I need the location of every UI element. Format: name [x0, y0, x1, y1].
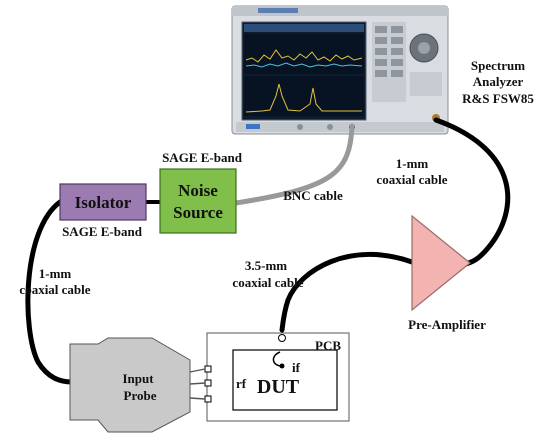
coax-top-label-line2: coaxial cable [376, 172, 447, 187]
isolator-label: Isolator [75, 193, 132, 212]
noise-source-label-line1: Noise [178, 181, 218, 200]
coax-left-label-line1: 1-mm [39, 266, 72, 281]
pcb-label: PCB [315, 338, 341, 353]
pre-amplifier-label: Pre-Amplifier [408, 317, 486, 332]
spectrum-analyzer-label-line2: Analyzer [473, 74, 524, 89]
spectrum-analyzer [231, 5, 449, 135]
noise-source-label-line2: Source [173, 203, 223, 222]
input-probe-label-line2: Probe [124, 388, 157, 403]
rf-port-label: rf [236, 376, 247, 391]
input-probe-body [69, 337, 191, 433]
coax-cable-preamp-to-dut [279, 251, 415, 333]
dut-rf-pads [204, 365, 212, 403]
bnc-cable-label: BNC cable [283, 188, 343, 203]
dut-box [232, 349, 338, 411]
spectrum-analyzer-label-line1: Spectrum [471, 58, 525, 73]
coax-top-label-line1: 1-mm [396, 156, 429, 171]
dut-label: DUT [257, 376, 300, 398]
coax-cable-isolator-to-probe [25, 199, 75, 385]
bnc-cable [233, 123, 355, 206]
coax-35-label-line1: 3.5-mm [245, 258, 287, 273]
sage-eband-isolator-label: SAGE E-band [62, 224, 143, 239]
pre-amplifier-triangle [411, 214, 471, 312]
coax-left-label-line2: coaxial cable [19, 282, 90, 297]
noise-source-box [159, 168, 237, 234]
dut-if-connector [278, 334, 286, 342]
coax-35-label-line2: coaxial cable [232, 275, 303, 290]
if-port-label: if [292, 360, 301, 375]
spectrum-analyzer-label-line3: R&S FSW85 [462, 91, 534, 106]
input-probe-label-line1: Input [122, 371, 154, 386]
coax-cable-analyzer-to-preamp [433, 117, 511, 267]
input-probe-tips [189, 368, 206, 400]
isolator-box [59, 183, 147, 221]
sage-eband-noise-label: SAGE E-band [162, 150, 243, 165]
